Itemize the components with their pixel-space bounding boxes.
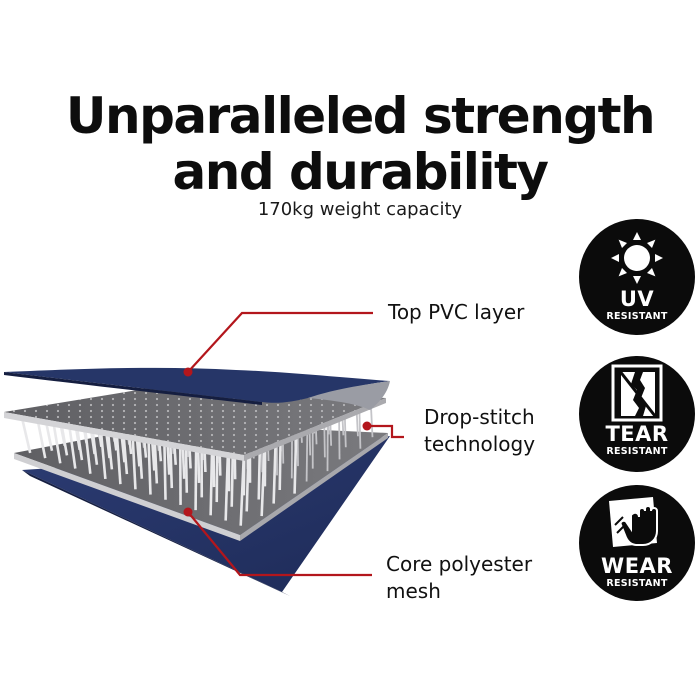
drop-stitch-pillar: [293, 434, 298, 494]
drop-stitch-pillar: [147, 435, 152, 495]
badge-uv-title: UV: [619, 287, 655, 311]
drop-stitch-pillar: [99, 427, 107, 480]
top-pvc-layer: [4, 367, 390, 410]
drop-stitch-pillar: [260, 446, 266, 517]
torn-sheet-icon: [611, 364, 663, 422]
badge-wear-title: WEAR: [601, 554, 673, 578]
drop-stitch-pillar: [115, 430, 122, 485]
callout-dot-middle: [362, 421, 372, 431]
callout-drop-stitch: Drop-stitch technology: [424, 404, 535, 458]
callout-mesh-line-2: mesh: [386, 579, 441, 603]
badge-wear-subtitle: RESISTANT: [606, 578, 668, 589]
callout-drop-stitch-line-2: technology: [424, 432, 536, 456]
tear-resistant-badge: TEAR RESISTANT: [579, 356, 695, 472]
headline-line-1: Unparalleled strength: [65, 87, 656, 145]
callout-core-polyester-mesh: Core polyester mesh: [386, 551, 532, 605]
drop-stitch-pillar: [224, 449, 230, 521]
badge-tear-title: TEAR: [605, 422, 669, 446]
callout-dot-bottom: [183, 507, 193, 517]
drop-stitch-pillar: [272, 439, 277, 504]
callout-lines: [187, 311, 404, 577]
drop-stitch-pillar: [209, 446, 214, 516]
callout-drop-stitch-line-1: Drop-stitch: [424, 405, 535, 429]
badge-uv-subtitle: RESISTANT: [606, 311, 668, 322]
uv-resistant-badge: UV RESISTANT: [579, 219, 695, 335]
drop-stitch-pillar: [67, 421, 77, 469]
callout-mesh-line-1: Core polyester: [386, 552, 533, 576]
drop-stitch-pillar: [358, 409, 362, 449]
drop-stitch-pillar: [163, 438, 167, 500]
drop-stitch-pillar: [194, 444, 198, 511]
headline-line-2: and durability: [172, 143, 549, 201]
headline: Unparalleled strength and durability: [0, 88, 700, 200]
callout-dot-top: [183, 367, 193, 377]
upper-grey-sheet: [4, 385, 386, 461]
callout-dots: [183, 367, 372, 517]
drop-stitch-pillar: [239, 452, 246, 526]
drop-stitch-pillar: [131, 433, 137, 490]
hand-rub-icon: [609, 497, 658, 547]
weight-capacity-subheadline: 170kg weight capacity: [257, 199, 463, 220]
badge-tear-subtitle: RESISTANT: [606, 446, 668, 457]
wear-resistant-badge: WEAR RESISTANT: [579, 485, 695, 601]
drop-stitch-pillar: [305, 427, 309, 482]
callout-top-pvc-layer: Top PVC layer: [388, 300, 525, 324]
drop-stitch-pillar: [83, 424, 92, 474]
sun-icon: [611, 232, 663, 284]
